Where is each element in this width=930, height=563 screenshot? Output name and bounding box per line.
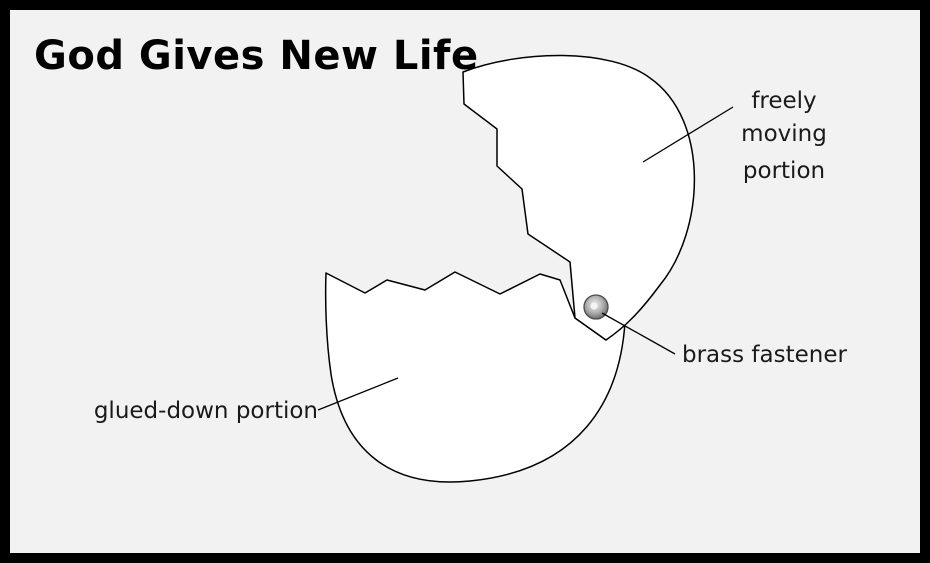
brass-fastener-leader-line: [601, 312, 676, 355]
brass-fastener-center: [590, 302, 598, 310]
freely-moving-label-line-1: freely: [751, 88, 816, 114]
freely-moving-label-line-3: portion: [743, 158, 825, 184]
freely-moving-shell-portion: [462, 54, 696, 341]
glued-down-label: glued-down portion: [94, 398, 318, 424]
glued-down-leader-line: [317, 377, 399, 411]
freely-moving-label-line-2: moving: [741, 121, 827, 147]
freely-moving-leader-line: [642, 106, 734, 163]
brass-fastener-label: brass fastener: [682, 342, 847, 368]
diagram-title: God Gives New Life: [34, 33, 479, 79]
